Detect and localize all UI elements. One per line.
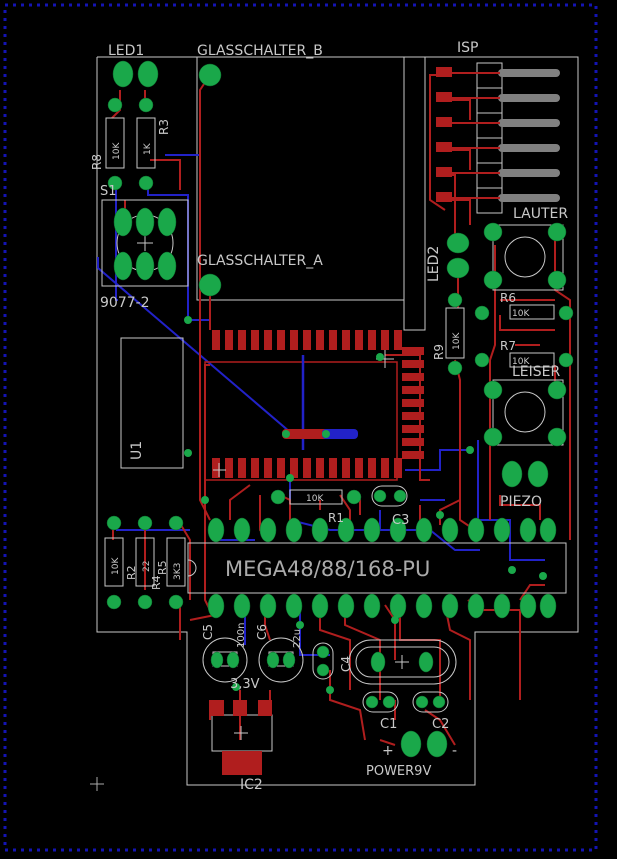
label-s1-part: 9077-2 [100,295,150,311]
isp-header [436,62,560,214]
label-led1: LED1 [108,43,144,59]
label-ic2: IC2 [240,777,263,793]
u1-outline [120,337,184,469]
power-plus-symbol: + [382,743,394,759]
label-3v3: 3,3V [230,677,260,692]
label-glasschalter-a: GLASSCHALTER_A [197,253,323,269]
power-minus-symbol: - [452,743,457,759]
value-r4: 22 [142,561,152,572]
board-frame [3,3,598,852]
label-c4: C4 [339,656,353,672]
label-leiser: LEISER [512,364,561,380]
mcu-outline [187,542,567,594]
label-u1: U1 [129,441,145,460]
value-r2: 10K [111,557,121,575]
value-r8: 10K [112,142,122,160]
label-r6: R6 [500,291,516,305]
label-r7: R7 [500,339,516,353]
label-isp: ISP [457,40,478,56]
label-c5: C5 [201,624,215,640]
label-s1: S1 [100,184,117,199]
mcu-notch [187,559,197,577]
ceramic-caps [312,485,449,713]
label-c1: C1 [380,717,397,732]
value-r9: 10K [452,332,462,350]
regulator-ic2 [210,700,273,775]
label-r8: R8 [90,154,104,170]
pads [106,60,574,758]
switch-leiser [492,379,564,446]
label-glasschalter-b: GLASSCHALTER_B [197,43,323,59]
label-piezo: PIEZO [500,494,542,510]
value-r1: 10K [306,494,324,504]
label-mcu: MEGA48/88/168-PU [225,557,430,581]
smd-module [204,330,424,481]
label-led2: LED2 [426,246,442,282]
jumper-wire [282,429,358,439]
label-r1: R1 [328,511,344,525]
label-r9: R9 [432,344,446,360]
label-c2: C2 [432,717,449,732]
label-r5: R5 [156,560,169,575]
crystal [348,639,457,685]
value-r6: 10K [512,309,530,319]
isp-outline [403,57,426,331]
resistor-bodies [104,117,555,587]
label-c6: C6 [255,624,269,640]
value-r5: 3K3 [173,563,183,580]
value-r7: 10K [512,357,530,367]
label-power9v: POWER9V [366,764,431,779]
value-c5: 100n [236,623,247,648]
board-outline [96,56,579,786]
origin-cross [90,777,104,791]
vias [184,316,547,694]
value-r3: 1K [143,142,153,155]
label-r4: R4 [150,575,163,590]
value-c6: 22u [292,629,303,648]
label-lauter: LAUTER [513,206,568,222]
label-r2: R2 [125,565,138,580]
switch-lauter [492,224,564,291]
label-c3: C3 [392,513,409,528]
label-r3: R3 [157,119,171,135]
